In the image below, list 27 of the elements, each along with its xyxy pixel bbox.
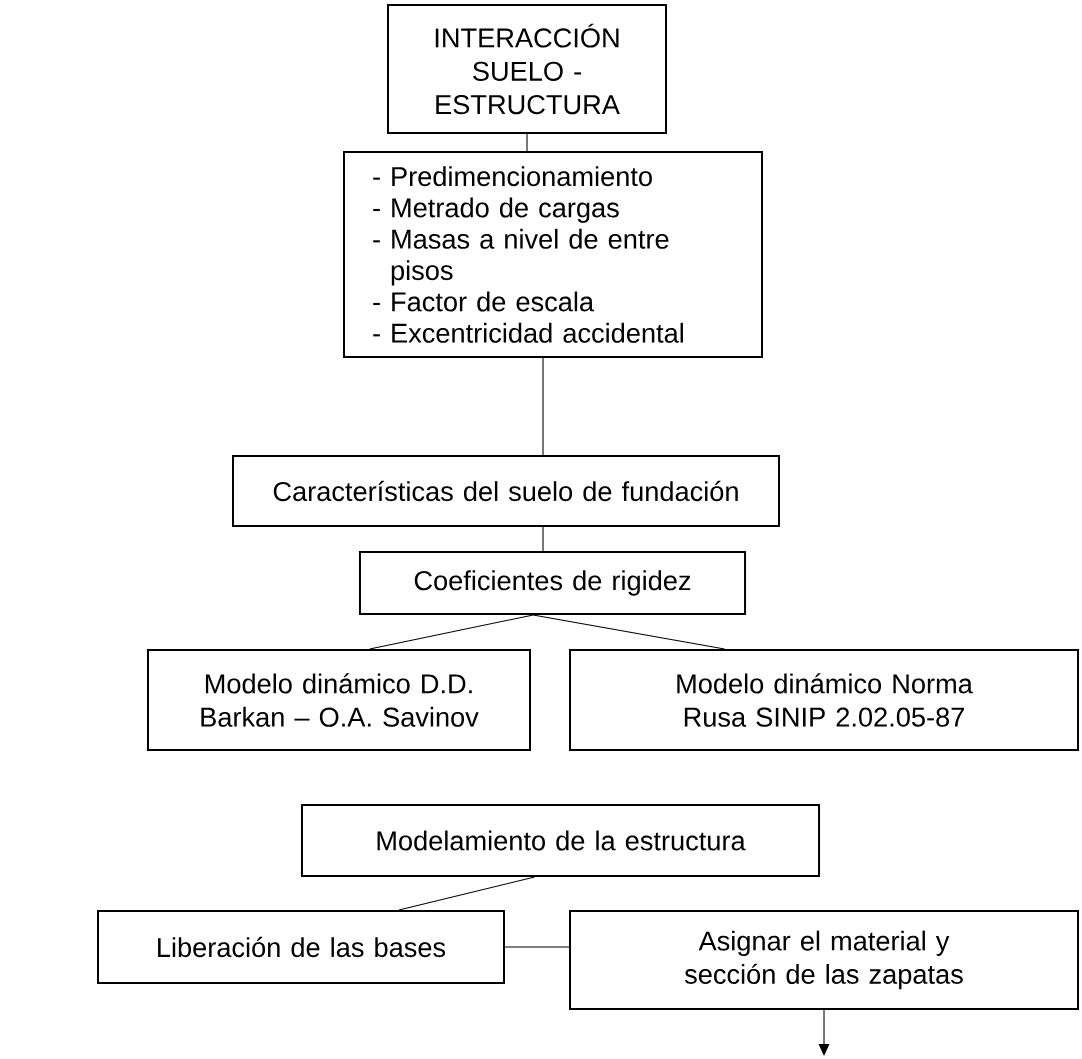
connector-line (532, 614, 726, 650)
process-box: Modelamiento de la estructura (300, 804, 821, 877)
list-dash: - (373, 240, 380, 243)
process-box: Asignar el material y sección de las zapatas (569, 910, 1079, 1010)
list-dash: - (373, 177, 380, 180)
list-item: Factor de escala (392, 291, 595, 312)
connector-line (542, 526, 544, 552)
connector-line (542, 357, 544, 456)
list-item: Predimencionamiento (392, 166, 652, 187)
connector-line (398, 876, 536, 911)
connector-line (526, 133, 528, 152)
process-box: Características del suelo de fundación (232, 455, 780, 527)
process-box: Coeficientes de rigidez (358, 551, 747, 615)
list-item: Masas a nivel de entre pisos (391, 228, 669, 286)
connector-line (369, 614, 534, 650)
list-box (343, 150, 763, 359)
process-box: Liberación de las bases (97, 910, 505, 984)
list-item: Excentricidad accidental (392, 322, 683, 343)
process-box: Modelo dinámico Norma Rusa SINIP 2.02.05-87 (569, 649, 1079, 751)
connector-line (504, 946, 570, 948)
list-item: Metrado de cargas (392, 197, 619, 223)
list-dash: - (373, 208, 380, 212)
process-box: INTERACCIÓN SUELO - ESTRUCTURA (387, 4, 667, 134)
arrow (818, 1009, 830, 1056)
process-box: Modelo dinámico D.D. Barkan – O.A. Savinov (147, 649, 531, 751)
list-dash: - (373, 334, 380, 337)
list-dash: - (373, 302, 380, 306)
